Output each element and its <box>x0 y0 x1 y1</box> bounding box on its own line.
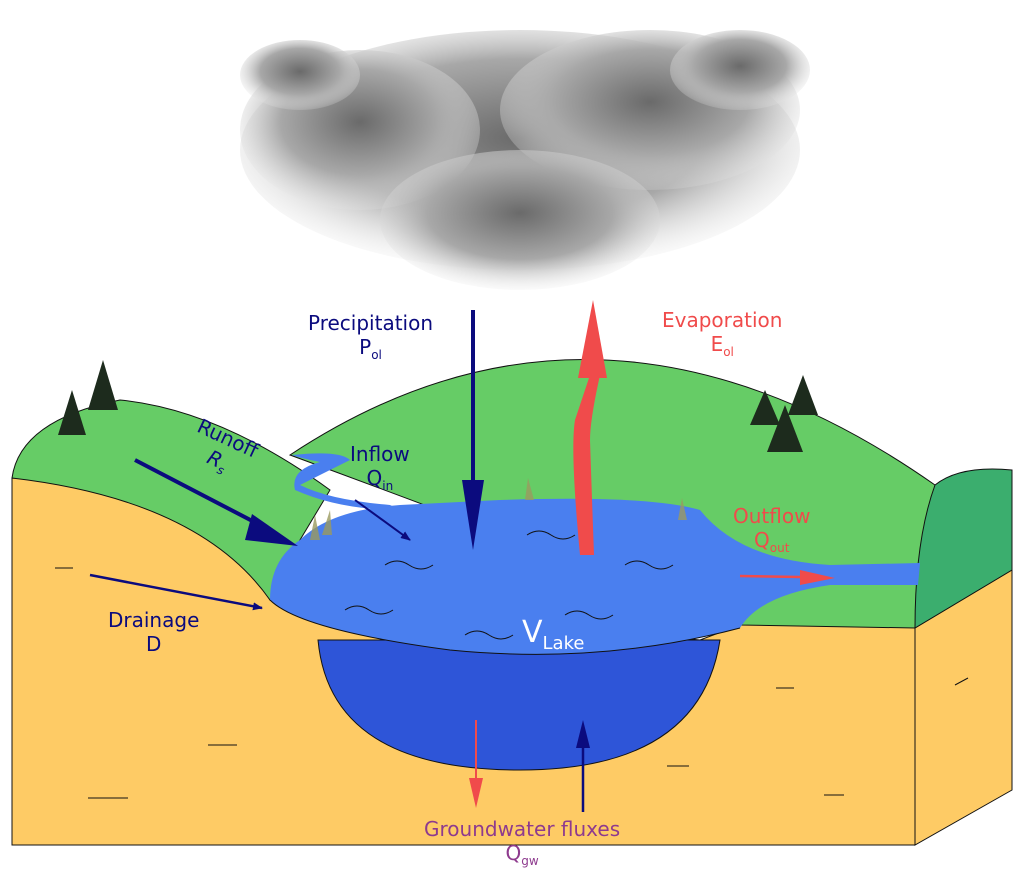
lake-deep <box>317 639 721 771</box>
evaporation-label: Evaporation Eol <box>662 308 783 359</box>
cloud <box>240 30 810 290</box>
precipitation-label: Precipitation Pol <box>308 311 434 362</box>
drainage-label: Drainage D <box>108 608 200 656</box>
runoff-arrow <box>134 458 261 527</box>
lake-volume-label: VLake <box>522 615 585 654</box>
inflow-label: Inflow Qin <box>350 442 410 493</box>
groundwater-label: Groundwater fluxes Qgw <box>424 817 621 868</box>
lake-surface <box>270 498 920 655</box>
left-hill <box>11 399 331 601</box>
drainage-arrow <box>89 573 263 611</box>
reed-icons <box>310 478 687 540</box>
outflow-arrow <box>739 574 801 579</box>
outflow-label: Outflow Qout <box>733 504 811 555</box>
soil-marks <box>55 567 969 799</box>
inflow-stream <box>292 453 400 510</box>
water-waves <box>344 530 674 640</box>
tree-icons <box>58 360 818 452</box>
right-bank <box>914 468 1013 629</box>
inflow-arrow <box>354 499 411 541</box>
flux-arrows <box>89 300 835 812</box>
evaporation-arrow <box>573 375 600 555</box>
